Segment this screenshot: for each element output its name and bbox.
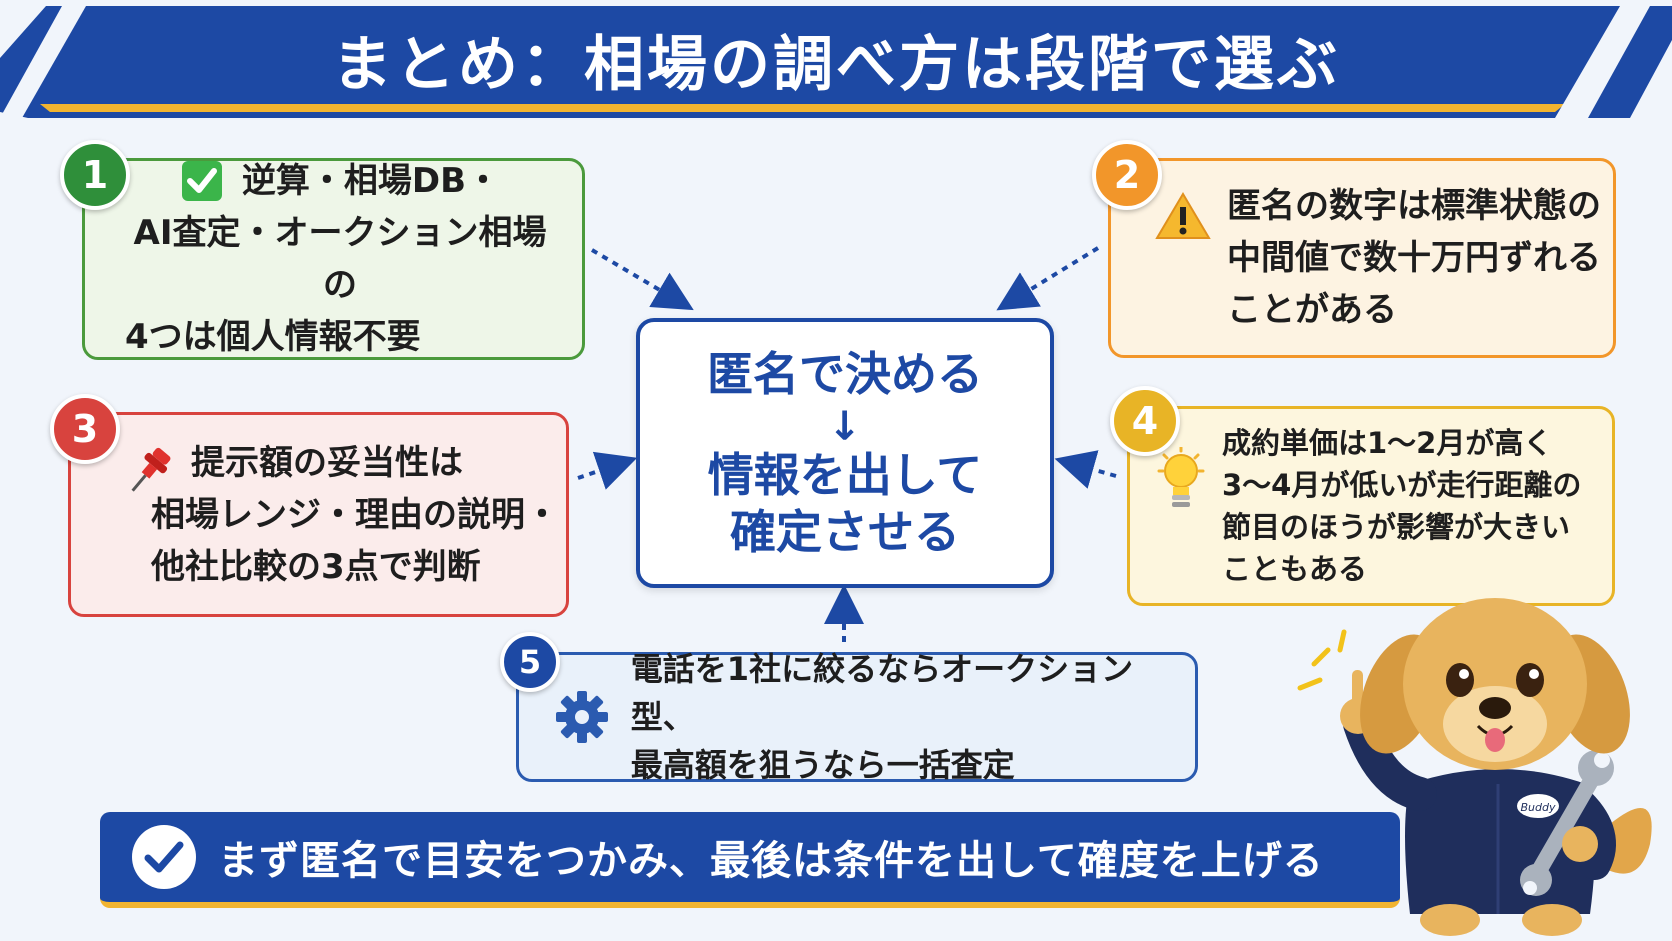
card-2-line-1: 匿名の数字は標準状態の (1227, 186, 1601, 226)
mascot-patch-label: Buddy (1521, 801, 1556, 814)
card-3-line-2: 相場レンジ・理由の説明・ (151, 494, 559, 535)
card-1-line-1: 逆算・相場DB・ (241, 161, 501, 201)
card-2-number-badge: 2 (1092, 140, 1162, 210)
card-3-number-badge: 3 (50, 394, 120, 464)
center-line-1: 匿名で決める (707, 346, 983, 401)
check-box-icon (181, 161, 222, 201)
gear-icon (556, 691, 608, 743)
arrow-from-card-1 (590, 248, 694, 311)
card-1: 逆算・相場DB・ AI査定・オークション相場の 4つは個人情報不要 (82, 158, 585, 360)
warning-icon (1155, 192, 1211, 239)
card-2-line-3: ことがある (1227, 290, 1397, 330)
pushpin-icon (131, 447, 171, 492)
card-3-line-3: 他社比較の3点で判断 (151, 546, 481, 587)
header-banner (0, 6, 1672, 118)
card-2: 匿名の数字は標準状態の 中間値で数十万円ずれる ことがある (1108, 158, 1616, 358)
card-5-number-badge: 5 (500, 632, 560, 692)
card-4-number-badge: 4 (1110, 386, 1180, 456)
card-4-line-4: こともある (1222, 552, 1368, 586)
dog-mascot-illustration: Buddy (1297, 598, 1652, 936)
card-5-line-1: 電話を1社に絞るならオークション型、 (630, 650, 1134, 736)
card-3-line-1: 提示額の妥当性は (191, 442, 463, 483)
footer-text: まず匿名で目安をつかみ、最後は条件を出して確度を上げる (218, 838, 1324, 884)
card-4: 成約単価は1〜2月が高く 3〜4月が低いが走行距離の 節目のほうが影響が大きい … (1127, 406, 1615, 606)
card-3: 提示額の妥当性は 相場レンジ・理由の説明・ 他社比較の3点で判断 (68, 412, 569, 617)
card-2-line-2: 中間値で数十万円ずれる (1227, 238, 1601, 278)
spark-lines-icon (1297, 629, 1347, 691)
card-5-line-2: 最高額を狙うなら一括査定 (630, 746, 1015, 784)
arrow-from-card-3 (577, 451, 638, 490)
wrench-icon (1520, 750, 1614, 896)
card-5: 電話を1社に絞るならオークション型、 最高額を狙うなら一括査定 (516, 650, 1198, 784)
card-4-line-3: 節目のほうが影響が大きい (1222, 510, 1571, 544)
center-line-3: 確定させる (730, 504, 960, 559)
card-4-line-1: 成約単価は1〜2月が高く (1222, 426, 1553, 460)
center-arrow: → (821, 407, 868, 442)
check-circle-icon (132, 825, 196, 889)
card-1-line-3: 4つは個人情報不要 (125, 317, 421, 357)
card-4-line-2: 3〜4月が低いが走行距離の (1222, 468, 1582, 502)
footer-banner: まず匿名で目安をつかみ、最後は条件を出して確度を上げる (100, 812, 1400, 908)
page-title: まとめ：相場の調べ方は段階で選ぶ (332, 29, 1340, 100)
center-line-2: 情報を出して (707, 447, 983, 502)
card-1-number-badge: 1 (60, 140, 130, 210)
arrow-from-card-4 (1054, 450, 1117, 489)
arrow-from-card-2 (996, 246, 1100, 311)
center-summary-box: 匿名で決める → 情報を出して 確定させる (636, 318, 1054, 588)
lightbulb-icon (1157, 447, 1205, 507)
card-1-line-2: AI査定・オークション相場の (133, 213, 547, 305)
